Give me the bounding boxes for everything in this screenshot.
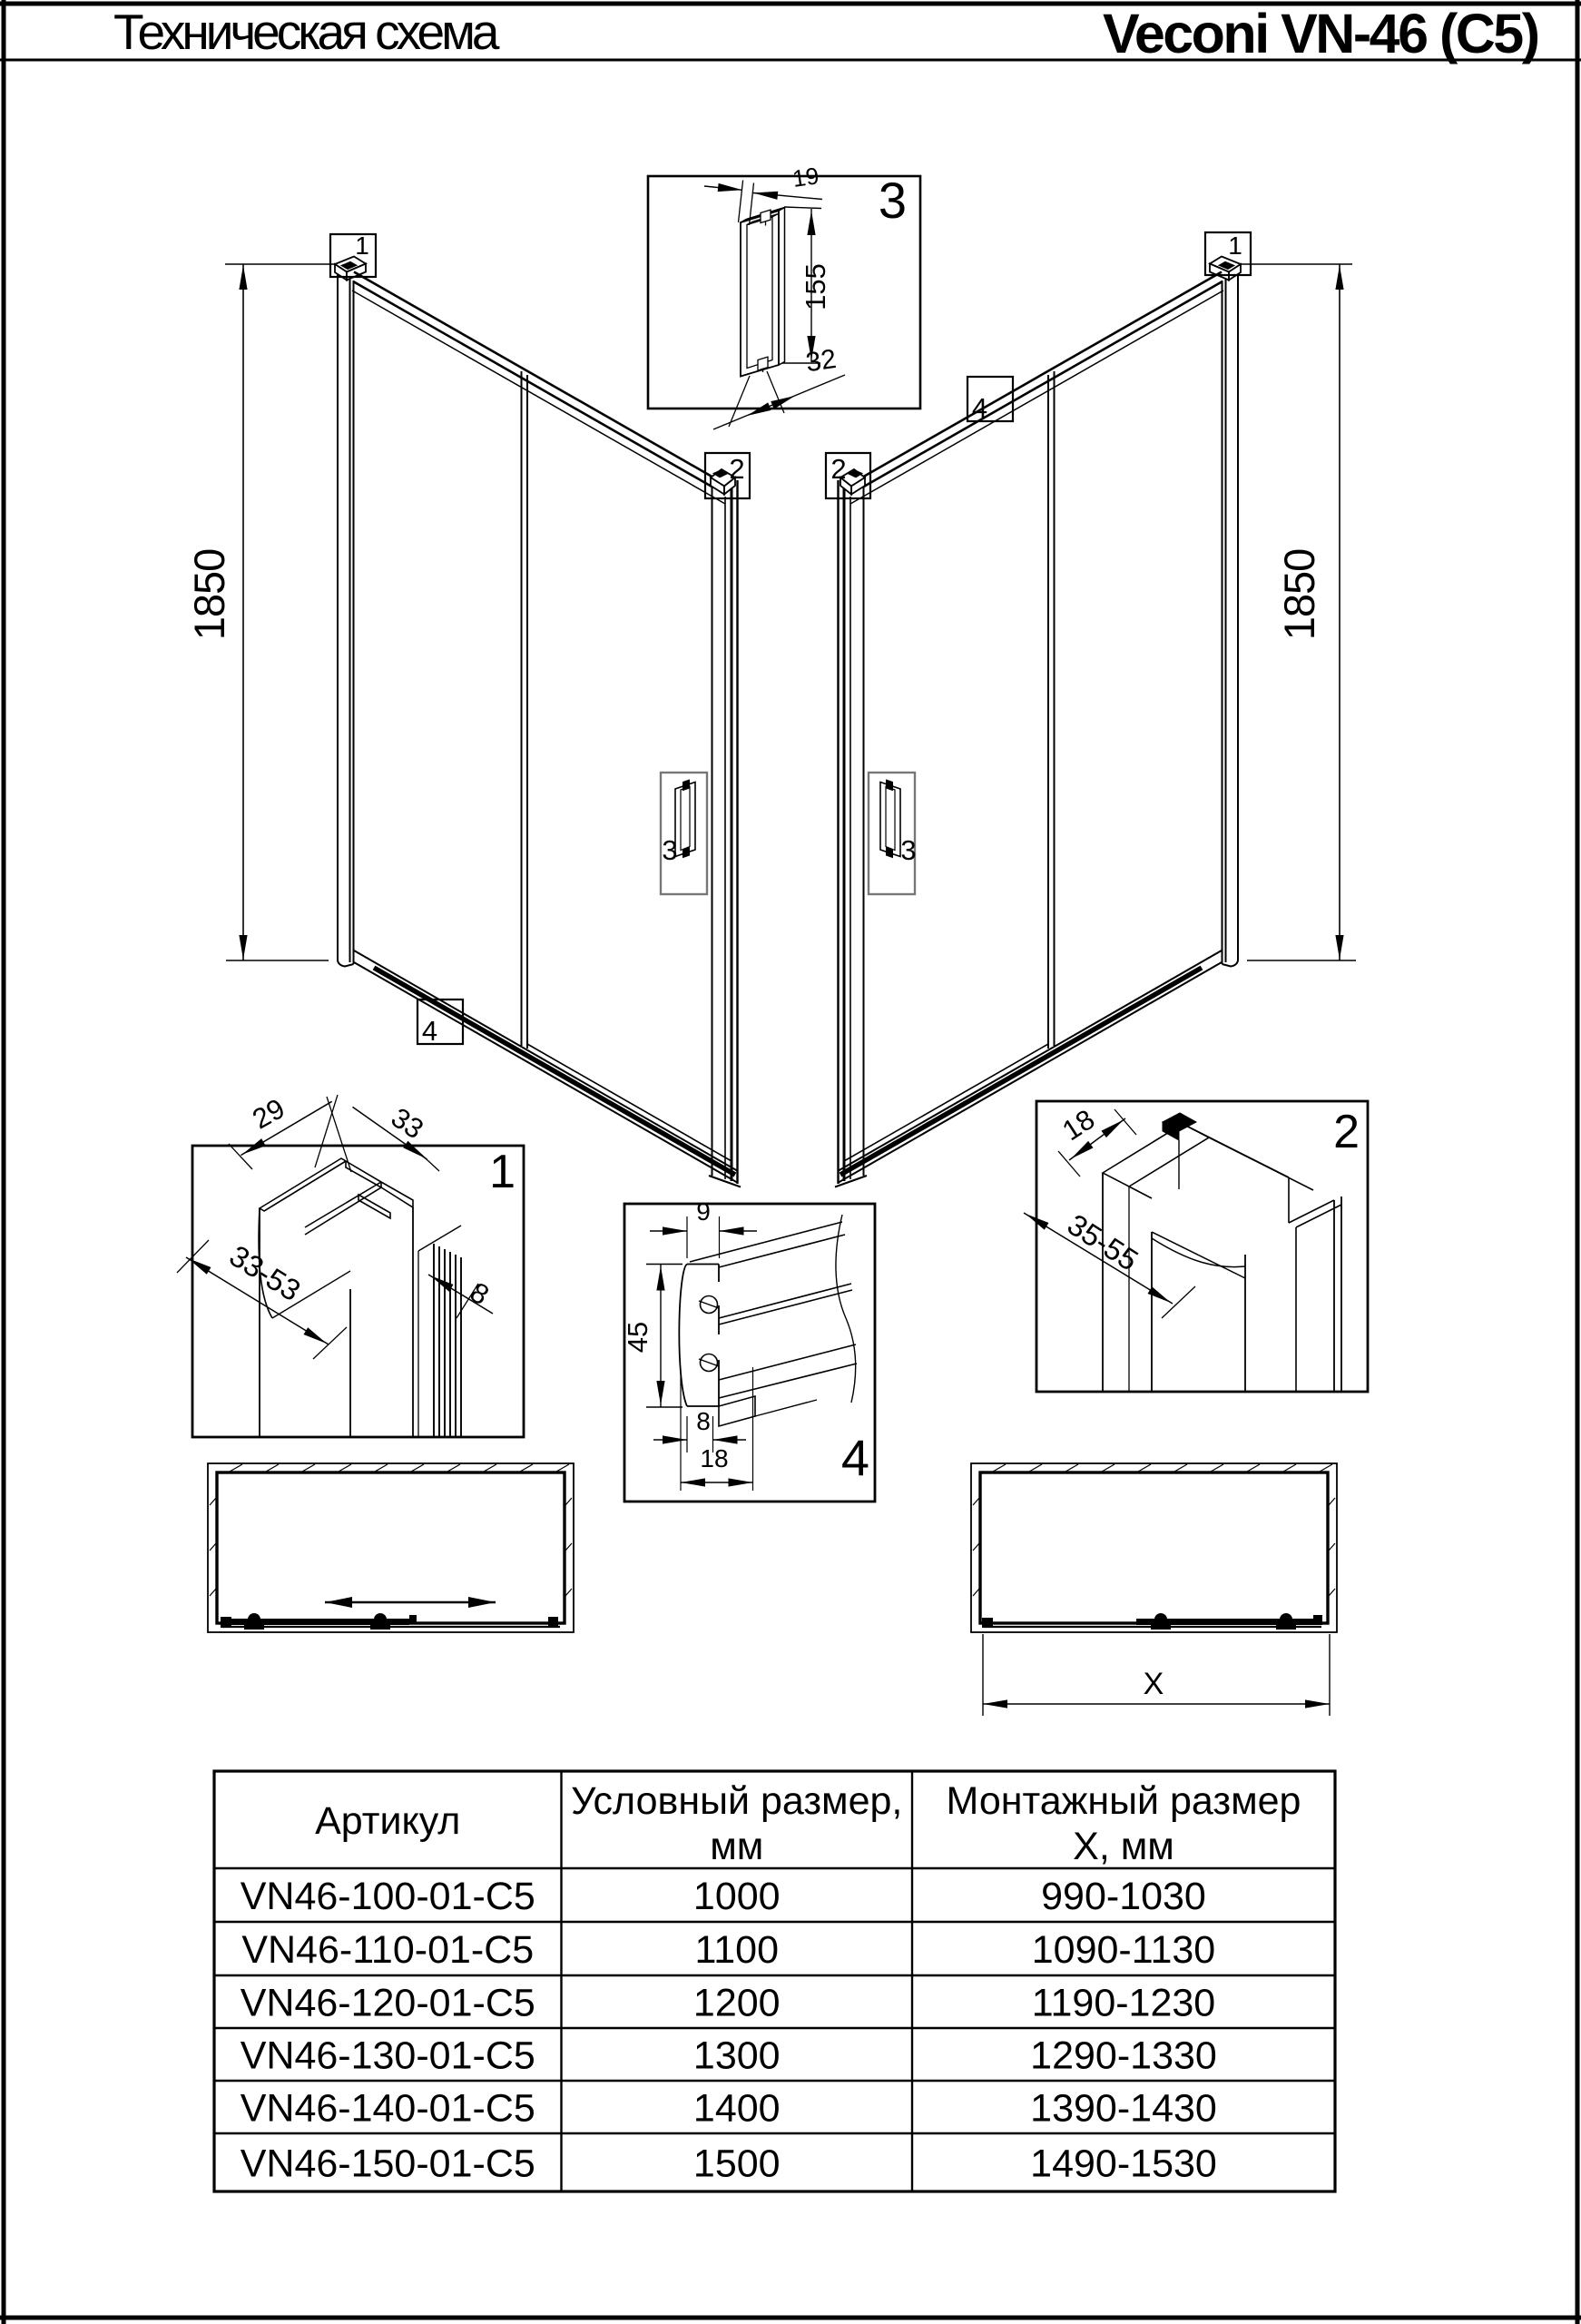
svg-text:4: 4 [422, 1015, 437, 1047]
svg-text:VN46-120-01-C5: VN46-120-01-C5 [241, 1982, 535, 2025]
svg-text:1500: 1500 [693, 2142, 781, 2186]
svg-text:3: 3 [879, 172, 907, 229]
svg-text:1190-1230: 1190-1230 [1032, 1982, 1215, 2025]
svg-text:1: 1 [1228, 231, 1242, 260]
svg-text:4: 4 [972, 392, 987, 424]
svg-text:1: 1 [355, 231, 369, 260]
svg-text:3: 3 [900, 834, 916, 866]
svg-text:4: 4 [841, 1429, 869, 1486]
svg-text:мм: мм [710, 1825, 763, 1868]
svg-text:3: 3 [662, 834, 677, 866]
svg-text:8: 8 [696, 1407, 711, 1435]
svg-text:1200: 1200 [693, 1982, 781, 2025]
svg-text:1850: 1850 [1275, 549, 1323, 641]
svg-text:1400: 1400 [693, 2087, 781, 2131]
svg-text:2: 2 [729, 453, 744, 485]
svg-text:VN46-150-01-C5: VN46-150-01-C5 [241, 2142, 535, 2186]
svg-text:1390-1430: 1390-1430 [1030, 2087, 1217, 2131]
svg-text:2: 2 [830, 453, 846, 485]
svg-text:Монтажный размер: Монтажный размер [947, 1779, 1301, 1823]
svg-text:Техническая схема: Техническая схема [113, 4, 500, 60]
svg-text:18: 18 [700, 1444, 728, 1472]
svg-text:1000: 1000 [693, 1875, 781, 1918]
svg-text:19: 19 [790, 162, 820, 192]
svg-text:2: 2 [1333, 1106, 1360, 1158]
svg-text:45: 45 [622, 1322, 653, 1353]
svg-text:VN46-100-01-C5: VN46-100-01-C5 [241, 1875, 535, 1918]
svg-text:X: X [1144, 1667, 1164, 1701]
svg-text:1850: 1850 [185, 549, 233, 641]
svg-text:9: 9 [696, 1197, 711, 1226]
svg-text:155: 155 [800, 263, 831, 310]
svg-text:1290-1330: 1290-1330 [1030, 2034, 1217, 2078]
svg-text:Veconi VN-46 (C5): Veconi VN-46 (C5) [1103, 3, 1538, 64]
svg-text:X, мм: X, мм [1073, 1825, 1174, 1868]
svg-text:Артикул: Артикул [315, 1799, 460, 1843]
svg-text:VN46-130-01-C5: VN46-130-01-C5 [241, 2034, 535, 2078]
svg-text:990-1030: 990-1030 [1041, 1875, 1206, 1918]
svg-text:Условный размер,: Условный размер, [571, 1779, 902, 1823]
svg-text:1300: 1300 [693, 2034, 781, 2078]
svg-text:1490-1530: 1490-1530 [1030, 2142, 1217, 2186]
svg-text:32: 32 [804, 344, 839, 378]
svg-text:1090-1130: 1090-1130 [1032, 1928, 1215, 1972]
svg-text:VN46-140-01-C5: VN46-140-01-C5 [241, 2087, 535, 2131]
svg-text:1: 1 [489, 1146, 516, 1198]
svg-text:1100: 1100 [695, 1928, 779, 1972]
svg-text:VN46-110-01-C5: VN46-110-01-C5 [241, 1928, 534, 1972]
